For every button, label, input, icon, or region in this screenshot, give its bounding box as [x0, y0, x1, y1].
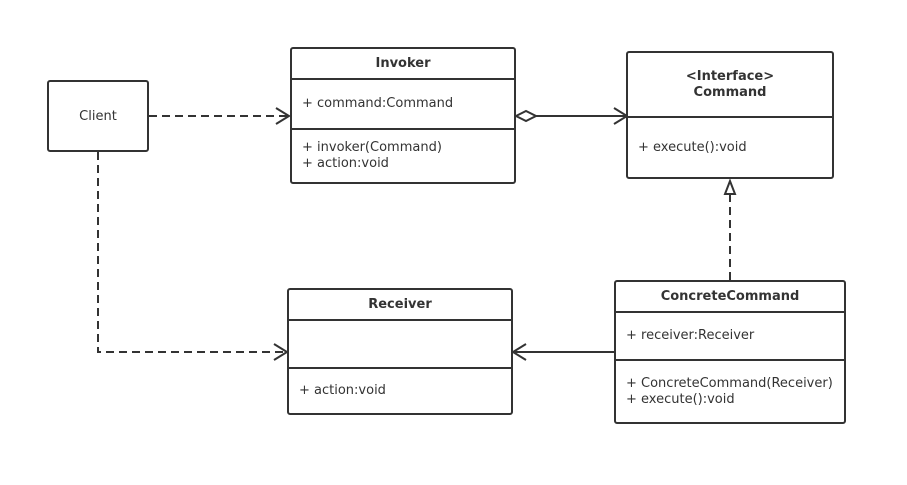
concretecommand-header: ConcreteCommand	[616, 282, 844, 311]
command-interface: <Interface> Command + execute():void	[626, 51, 834, 179]
concretecommand-method: + ConcreteCommand(Receiver)	[626, 375, 833, 391]
invoker-command-aggregation	[513, 107, 629, 125]
invoker-title: Invoker	[375, 55, 431, 71]
command-header: <Interface> Command	[628, 53, 832, 116]
invoker-class: Invoker + command:Command + invoker(Comm…	[290, 47, 516, 184]
invoker-attributes: + command:Command	[292, 78, 514, 128]
command-stereotype: <Interface>	[685, 68, 775, 84]
concretecommand-attribute: + receiver:Receiver	[626, 328, 755, 343]
receiver-methods: + action:void	[289, 367, 511, 413]
receiver-title: Receiver	[368, 296, 432, 312]
invoker-method: + invoker(Command)	[302, 140, 442, 155]
command-title: Command	[693, 84, 767, 100]
invoker-method: + action:void	[302, 156, 389, 171]
command-methods: + execute():void	[628, 116, 832, 177]
concretecommand-methods: + ConcreteCommand(Receiver) + execute():…	[616, 359, 844, 422]
client-invoker-dependency	[149, 107, 291, 125]
command-method: + execute():void	[638, 139, 747, 155]
invoker-header: Invoker	[292, 49, 514, 78]
receiver-header: Receiver	[289, 290, 511, 319]
receiver-class: Receiver + action:void	[287, 288, 513, 415]
concretecommand-receiver-association	[511, 343, 614, 361]
concretecommand-class: ConcreteCommand + receiver:Receiver + Co…	[614, 280, 846, 424]
concretecommand-title: ConcreteCommand	[660, 288, 800, 304]
client-receiver-dependency	[97, 152, 289, 361]
client-label: Client	[79, 108, 117, 124]
concretecommand-method: + execute():void	[626, 391, 735, 407]
receiver-attributes	[289, 319, 511, 367]
receiver-method: + action:void	[299, 383, 386, 398]
concretecommand-command-realization	[723, 178, 737, 280]
invoker-attribute: + command:Command	[302, 96, 454, 111]
invoker-methods: + invoker(Command) + action:void	[292, 128, 514, 182]
client-box: Client	[47, 80, 149, 152]
concretecommand-attributes: + receiver:Receiver	[616, 311, 844, 359]
